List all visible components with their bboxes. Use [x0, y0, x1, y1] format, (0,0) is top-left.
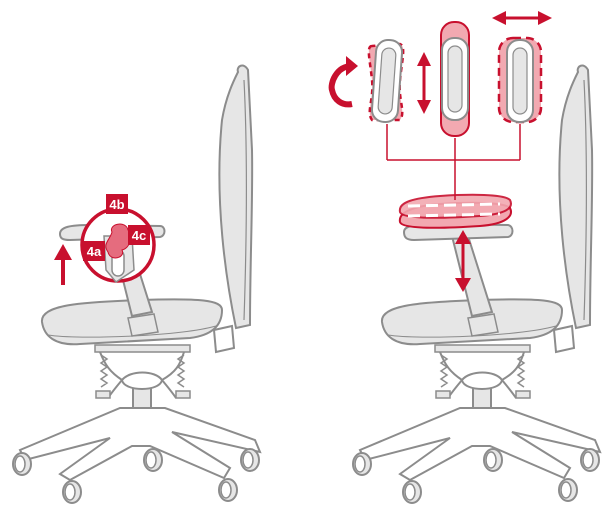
armpad-adjustment-icons [328, 11, 552, 137]
adjustment-button [105, 223, 132, 259]
double-arrow-horizontal-icon [492, 11, 552, 25]
armpad-slide [440, 21, 470, 137]
armpad-rotate [367, 39, 405, 123]
right-chair [353, 66, 600, 503]
svg-text:4b: 4b [109, 197, 124, 212]
double-arrow-vertical-icon [417, 52, 431, 114]
armpad-rotation-highlight [398, 193, 512, 229]
label-4b: 4b [106, 194, 128, 214]
connector-lines [386, 124, 521, 200]
left-chair: 4b 4a 4c [13, 66, 260, 503]
svg-text:4c: 4c [132, 228, 146, 243]
double-arrow-vertical-icon [455, 230, 471, 292]
label-4c: 4c [128, 225, 150, 245]
curved-arrow-icon [328, 56, 358, 108]
label-4a: 4a [83, 241, 105, 261]
svg-text:4a: 4a [87, 244, 102, 259]
armpad-width [497, 36, 543, 124]
arrow-up-icon [54, 244, 72, 285]
